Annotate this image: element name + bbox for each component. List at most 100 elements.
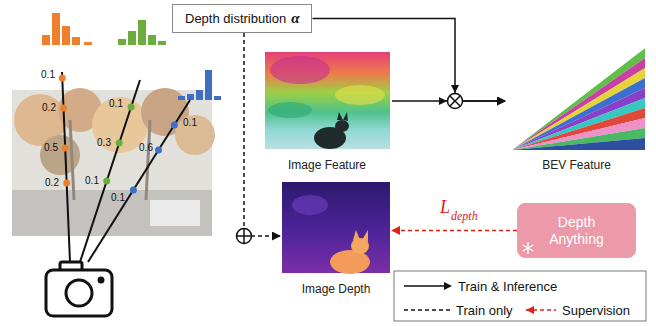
street-photo (70, 120, 74, 200)
sample-dot (155, 147, 162, 154)
depth-histogram (42, 35, 50, 45)
bev-feature-map (512, 48, 645, 150)
image-depth-map (292, 195, 328, 215)
sample-dot (130, 187, 137, 194)
probability-value: 0.1 (111, 193, 125, 203)
legend-frame (394, 271, 646, 321)
depth-histogram (196, 90, 203, 100)
street-photo (146, 120, 150, 200)
probability-value: 0.2 (42, 103, 56, 113)
frozen-icon (521, 241, 535, 255)
street-photo (175, 115, 215, 155)
sample-dot (128, 104, 135, 111)
legend-sample (404, 309, 450, 311)
camera-icon (46, 262, 112, 316)
depth-histogram (178, 96, 185, 100)
bev-feature-map (512, 58, 645, 150)
bev-feature-map (512, 78, 645, 150)
camera-icon (46, 270, 112, 316)
probability-value: 0.1 (109, 99, 123, 109)
sample-dot (59, 75, 66, 82)
image-feature-map (265, 52, 390, 149)
depth-histogram (84, 42, 92, 45)
loss-subscript: depth (451, 210, 478, 222)
depth-image: Image Depth (280, 182, 392, 298)
node-label: Image Depth (302, 282, 371, 298)
feature-image: Image Feature (262, 52, 392, 174)
image-depth-map (353, 230, 360, 240)
node-label: BEV Feature (542, 158, 611, 174)
connector (312, 19, 505, 102)
connector (392, 230, 517, 232)
image-feature-map (268, 102, 312, 118)
multiply-operator (450, 96, 461, 107)
frozen-icon (523, 245, 533, 251)
sample-dot (171, 122, 178, 129)
model-box: Depth Anything (517, 203, 636, 258)
image-feature-map (335, 85, 385, 105)
street-photo (12, 190, 212, 236)
depth-histogram (52, 13, 60, 45)
depth-histogram (187, 94, 194, 100)
multiply-operator (448, 94, 463, 109)
frozen-icon (523, 245, 533, 251)
node-label: Depth Anything (531, 214, 623, 248)
camera-ray (62, 72, 70, 262)
add-operator (243, 229, 245, 244)
depth-histogram (72, 37, 80, 45)
image-feature-map (335, 120, 349, 132)
image-depth-map (362, 230, 368, 242)
image-depth-map (330, 250, 370, 274)
depth-histogram (205, 70, 212, 100)
node-label: Image Feature (288, 158, 366, 174)
depth-histogram (148, 35, 156, 45)
bev-feature-map (512, 48, 645, 150)
symbol-text: α (291, 10, 299, 26)
add-operator (237, 229, 252, 244)
legend-sample (526, 306, 534, 314)
depth-histogram (128, 31, 136, 45)
bev-feature-map (512, 128, 645, 150)
depth-histogram (214, 96, 221, 100)
sample-dot (62, 145, 69, 152)
depth-histogram (158, 41, 166, 45)
connector (244, 33, 280, 236)
probability-value: 0.1 (41, 70, 55, 80)
sample-dot (103, 178, 110, 185)
bev-feature-map (512, 68, 645, 150)
multiply-operator (451, 85, 459, 93)
loss-symbol: L (440, 198, 450, 216)
camera-ray (62, 72, 190, 262)
probability-value: 0.5 (44, 143, 58, 153)
bev-feature-map (512, 118, 645, 150)
distribution-box: Depth distribution α (172, 4, 312, 33)
multiply-operator (439, 85, 463, 109)
bev-feature-map (512, 88, 645, 150)
probability-value: 0.1 (85, 176, 99, 186)
image-depth-map (282, 182, 390, 274)
probability-value: 0.2 (45, 178, 59, 188)
camera-ray (88, 100, 190, 262)
bev-feature-map (512, 138, 645, 150)
camera-icon (99, 278, 103, 282)
legend-text: Train only (456, 304, 513, 317)
image-feature-map (337, 112, 343, 120)
image-feature-map (265, 52, 390, 149)
bev-feature-map (512, 98, 645, 150)
legend-sample (444, 282, 452, 290)
node-label: Depth distribution (185, 11, 286, 26)
camera-icon (66, 280, 92, 306)
legend-text: Train & Inference (458, 280, 557, 293)
street-photo (40, 135, 80, 175)
image-feature-map (270, 56, 330, 84)
sample-dot (59, 75, 178, 194)
probability-value: 0.1 (183, 118, 197, 128)
legend-frame (394, 271, 646, 321)
depth-histogram (138, 20, 146, 45)
multiply-operator (450, 96, 461, 107)
add-operator (237, 229, 252, 244)
sample-dot (116, 140, 123, 147)
camera-ray (80, 80, 140, 262)
image-feature-map (343, 112, 348, 121)
depth-histogram (62, 26, 70, 45)
